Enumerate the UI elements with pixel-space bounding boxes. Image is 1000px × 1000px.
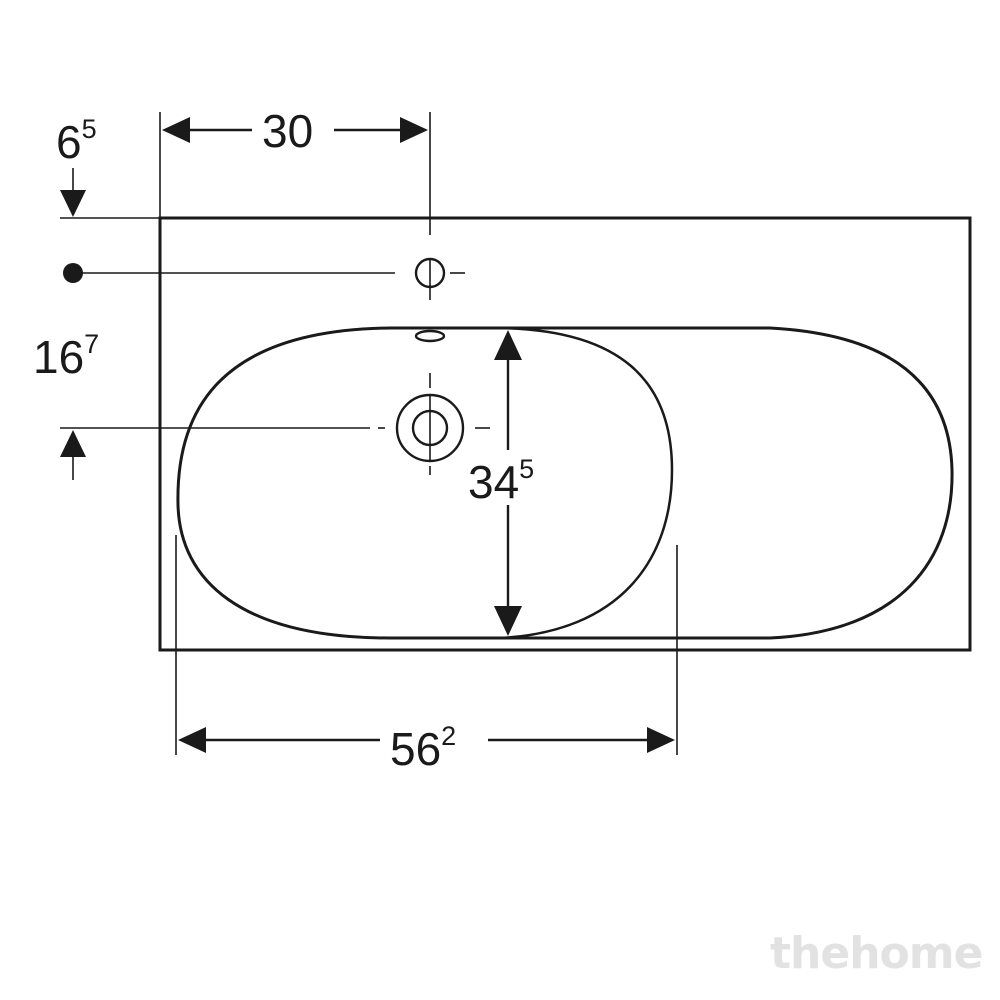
bowl-inner-line [499, 326, 674, 640]
reference-dot-icon [63, 263, 83, 283]
dim-30-arrow-right [400, 117, 428, 143]
dim-label-drain-offset: 167 [33, 329, 99, 383]
watermark-logo: thehome [770, 928, 983, 979]
bowl-outline [176, 326, 954, 640]
dim-label-bowl-width: 562 [390, 721, 456, 775]
dim-label-tap-position: 30 [262, 105, 313, 157]
dim-label-bowl-depth: 345 [468, 454, 534, 508]
dim-34-arrow-top [494, 330, 522, 360]
basin-outline [158, 216, 972, 652]
dim-56-arrow-right [647, 727, 675, 753]
dim-34-arrow-bottom [494, 606, 522, 636]
dim-30-arrow-left [162, 117, 190, 143]
dim-16-arrow-up [60, 430, 86, 457]
dim-label-top-offset: 65 [56, 114, 97, 168]
dim-56-arrow-left [178, 727, 206, 753]
overflow-icon [414, 329, 446, 343]
dim-6-arrow-down [60, 190, 86, 217]
